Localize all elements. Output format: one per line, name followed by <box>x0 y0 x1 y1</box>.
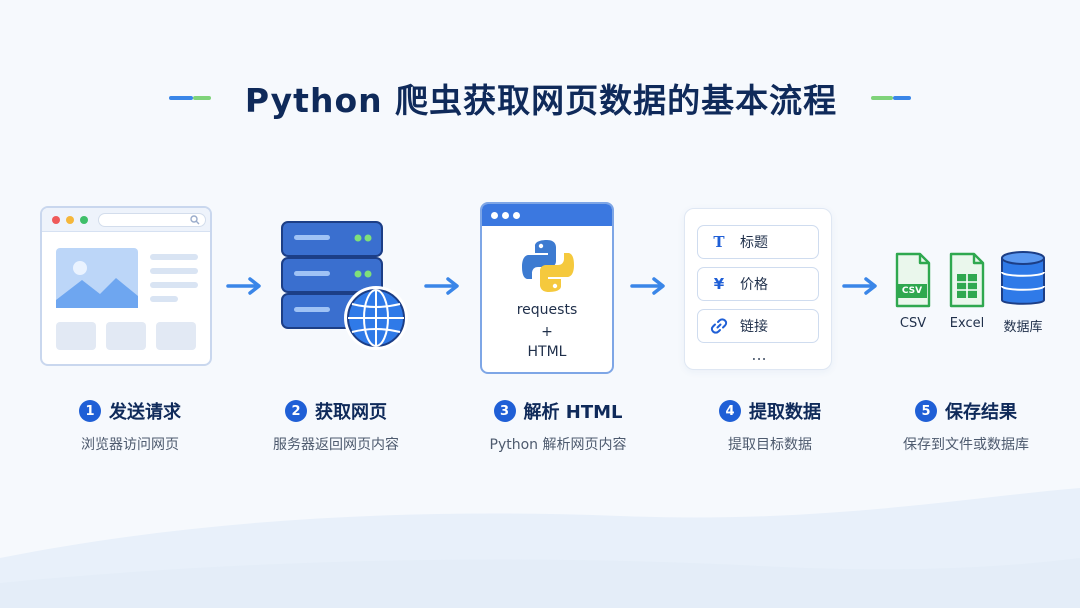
step-1-number: 1 <box>79 400 101 422</box>
yen-icon: ¥ <box>713 275 725 293</box>
image-placeholder-icon <box>56 248 138 308</box>
arrow-right-icon <box>842 277 877 295</box>
globe-icon <box>344 286 408 350</box>
step-2-title: 2 获取网页 <box>226 398 446 424</box>
more-ellipsis: ... <box>751 345 767 364</box>
link-icon <box>710 318 728 334</box>
code-line-3: HTML <box>527 344 567 360</box>
field-price-label: 价格 <box>740 277 768 293</box>
step-4-label: 提取数据 <box>749 402 821 423</box>
page-title: Python 爬虫获取网页数据的基本流程 <box>244 81 838 120</box>
step-4-desc: 提取目标数据 <box>728 437 812 453</box>
field-price: ¥ 价格 <box>697 267 819 301</box>
step-5-number: 5 <box>915 400 937 422</box>
step-3-desc: Python 解析网页内容 <box>489 437 627 453</box>
python-logo-icon <box>522 240 574 292</box>
step-5: CSV CSV Excel 数据库 5 保存结果 保存到文件或数据库 <box>876 198 1056 458</box>
code-line-2: + <box>541 324 553 340</box>
step-5-title: 5 保存结果 <box>856 398 1076 424</box>
csv-label: CSV <box>899 316 927 331</box>
step-3-number: 3 <box>493 400 516 422</box>
step-5-label: 保存结果 <box>945 402 1017 423</box>
database-icon <box>1001 251 1045 305</box>
step-2: 2 获取网页 服务器返回网页内容 <box>246 198 426 458</box>
python-code-window-icon: requests + HTML <box>468 198 648 378</box>
step-3-label: 解析 HTML <box>523 402 623 423</box>
field-link-label: 链接 <box>740 319 768 335</box>
code-line-1: requests <box>516 302 578 318</box>
step-2-number: 2 <box>285 400 307 422</box>
step-2-label: 获取网页 <box>315 402 387 423</box>
field-link: 链接 <box>697 309 819 343</box>
excel-file-icon <box>949 252 985 308</box>
csv-badge: CSV <box>901 286 923 296</box>
title-row: Python 爬虫获取网页数据的基本流程 <box>0 76 1080 120</box>
arrow-right-icon <box>630 277 665 295</box>
title-decoration-right <box>871 96 912 100</box>
background-wave <box>0 488 1080 608</box>
search-icon <box>190 215 200 225</box>
browser-search-bar <box>98 213 206 227</box>
title-decoration-left <box>168 96 211 100</box>
step-1-label: 发送请求 <box>109 402 181 423</box>
browser-window-icon <box>40 198 220 378</box>
step-1: 1 发送请求 浏览器访问网页 <box>40 198 220 458</box>
save-targets-icon: CSV CSV Excel 数据库 <box>876 198 1056 378</box>
field-title: T 标题 <box>697 225 819 259</box>
csv-file-icon <box>895 252 931 308</box>
step-5-desc: 保存到文件或数据库 <box>903 437 1029 453</box>
step-4-number: 4 <box>719 400 741 422</box>
text-T-icon: T <box>713 233 725 251</box>
step-3-title: 3 解析 HTML <box>448 398 668 424</box>
excel-label: Excel <box>949 316 985 331</box>
step-1-desc: 浏览器访问网页 <box>81 437 179 453</box>
step-2-desc: 服务器返回网页内容 <box>273 437 399 453</box>
arrow-right-icon <box>424 277 459 295</box>
step-3: requests + HTML 3 解析 HTML Python 解析网页内容 <box>468 198 648 458</box>
step-4: T 标题 ¥ 价格 链接 ... 4 提取数据 提取目标数据 <box>680 198 860 458</box>
arrow-right-icon <box>226 277 261 295</box>
database-label: 数据库 <box>1003 320 1043 335</box>
field-title-label: 标题 <box>740 235 768 251</box>
step-4-title: 4 提取数据 <box>660 398 880 424</box>
data-fields-icon: T 标题 ¥ 价格 链接 ... <box>680 198 860 378</box>
step-1-title: 1 发送请求 <box>20 398 240 424</box>
server-globe-icon <box>281 221 408 350</box>
